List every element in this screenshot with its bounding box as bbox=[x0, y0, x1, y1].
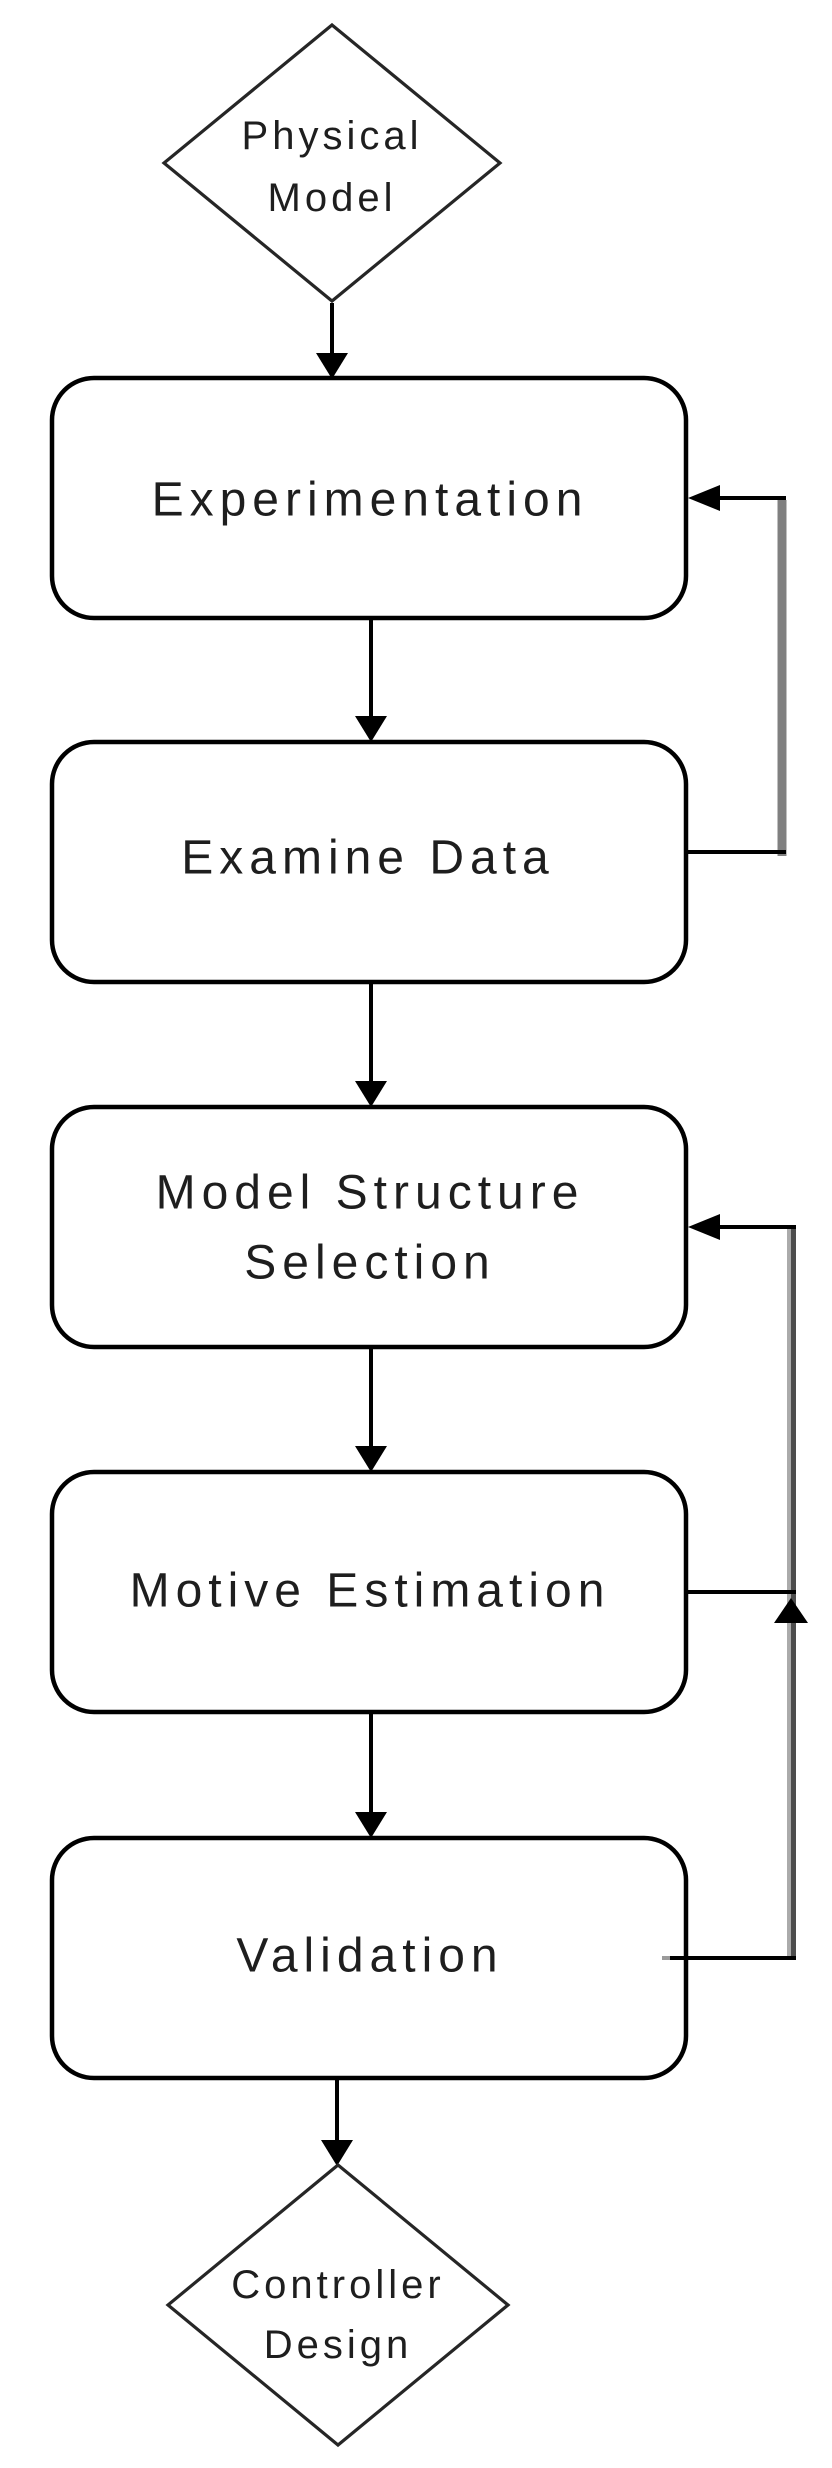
node-model-structure-selection: Model Structure Selection bbox=[49, 1104, 689, 1350]
feedback-examine-data-to-experimentation bbox=[686, 485, 787, 856]
experimentation-label: Experimentation bbox=[152, 474, 589, 527]
controller-design-label-line1: Controller bbox=[231, 2263, 444, 2307]
model-structure-selection-box-shape bbox=[49, 1104, 689, 1350]
node-motive-estimation: Motive Estimation bbox=[49, 1469, 689, 1715]
arrow-head-left-into-model-structure-selection bbox=[688, 1214, 720, 1240]
node-examine-data: Examine Data bbox=[49, 739, 689, 985]
arrow-head-down bbox=[321, 2140, 353, 2166]
arrow-experimentation-to-examine-data bbox=[355, 620, 387, 742]
controller-design-diamond-shape bbox=[165, 2162, 511, 2448]
physical-model-label-line1: Physical bbox=[242, 114, 423, 158]
controller-design-label-line2: Design bbox=[264, 2323, 413, 2367]
experimentation-box-shape bbox=[49, 375, 689, 621]
validation-label: Validation bbox=[236, 1930, 503, 1983]
physical-model-diamond-shape bbox=[161, 22, 503, 304]
arrow-head-down bbox=[355, 1812, 387, 1838]
arrow-head-left-into-experimentation bbox=[688, 485, 720, 511]
node-validation: Validation bbox=[49, 1835, 689, 2081]
model-structure-selection-label-line2: Selection bbox=[244, 1237, 495, 1290]
node-experimentation: Experimentation bbox=[49, 375, 689, 621]
arrow-head-down bbox=[316, 353, 348, 379]
arrow-examine-data-to-model-structure-selection bbox=[355, 982, 387, 1107]
model-structure-selection-label-line1: Model Structure bbox=[156, 1167, 585, 1220]
physical-model-label-line2: Model bbox=[268, 176, 397, 220]
arrow-head-down bbox=[355, 1446, 387, 1472]
motive-estimation-label: Motive Estimation bbox=[130, 1565, 611, 1618]
arrow-head-down bbox=[355, 716, 387, 742]
arrow-motive-estimation-to-validation bbox=[355, 1712, 387, 1838]
arrow-physical-model-to-experimentation bbox=[316, 303, 348, 379]
arrow-head-up-into-motive-estimation-junction bbox=[774, 1598, 808, 1623]
arrow-validation-to-controller-design bbox=[321, 2080, 353, 2166]
arrow-model-structure-selection-to-motive-estimation bbox=[355, 1347, 387, 1472]
node-physical-model: Physical Model bbox=[161, 22, 503, 304]
arrow-head-down bbox=[355, 1081, 387, 1107]
node-controller-design: Controller Design bbox=[165, 2162, 511, 2448]
examine-data-label: Examine Data bbox=[181, 832, 554, 885]
feedback-validation-loop bbox=[662, 1214, 808, 1960]
